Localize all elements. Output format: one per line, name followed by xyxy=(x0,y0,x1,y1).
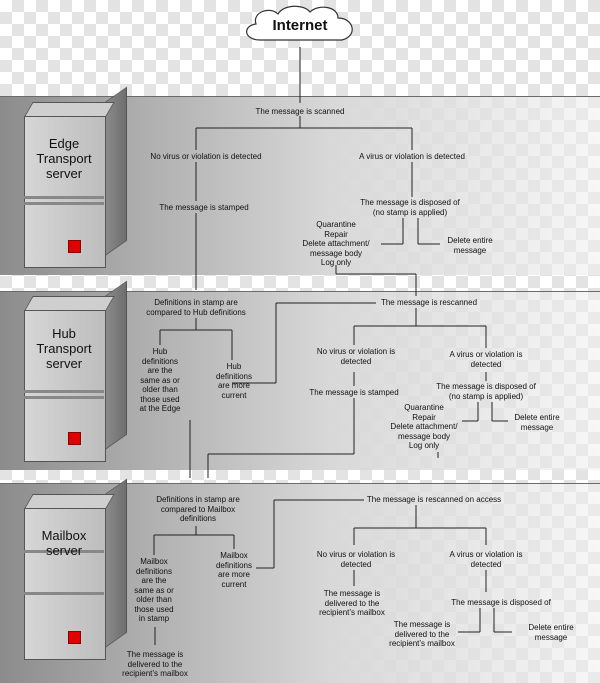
internet-label: Internet xyxy=(272,17,328,34)
edge-scanned: The message is scanned xyxy=(255,107,345,116)
mailbox-rescanned: The message is rescanned on access xyxy=(366,495,502,504)
power-led-icon xyxy=(68,432,81,445)
edge-stamped: The message is stamped xyxy=(159,203,249,212)
edge-disposed: The message is disposed of(no stamp is a… xyxy=(360,198,460,217)
edge-no-virus: No virus or violation is detected xyxy=(150,152,262,161)
power-led-icon xyxy=(68,631,81,644)
edge-virus: A virus or violation is detected xyxy=(359,152,465,161)
internet-cloud: Internet xyxy=(238,2,362,48)
hub-rescanned: The message is rescanned xyxy=(380,298,478,307)
power-led-icon xyxy=(68,240,81,253)
hub-stamped: The message is stamped xyxy=(309,388,399,397)
mailbox-disposed: The message is disposed of xyxy=(451,598,551,607)
hub-disposed: The message is disposed of(no stamp is a… xyxy=(436,382,536,401)
cloud-icon xyxy=(246,5,353,41)
